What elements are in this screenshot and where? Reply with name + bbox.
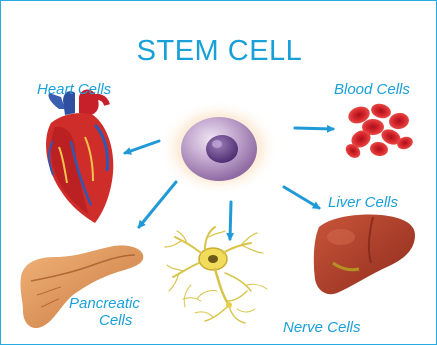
label-pancreatic: Pancreatic: [69, 295, 140, 312]
liver-icon: [314, 215, 415, 295]
arrow-to-liver: [284, 187, 319, 208]
label-nerve-cells: Nerve Cells: [283, 319, 361, 336]
blood-cells-icon: [343, 102, 415, 161]
label-heart-cells: Heart Cells: [37, 81, 111, 98]
arrow-to-pancreas: [139, 182, 176, 227]
label-pancreatic-cells: Cells: [99, 312, 132, 329]
arrow-to-heart: [125, 141, 159, 153]
label-liver-cells: Liver Cells: [328, 194, 398, 211]
arrow-to-nerve: [230, 202, 231, 239]
arrow-to-blood: [295, 128, 333, 129]
heart-icon: [46, 90, 113, 224]
label-blood-cells: Blood Cells: [334, 81, 410, 98]
nerve-cell-icon: [165, 227, 267, 323]
